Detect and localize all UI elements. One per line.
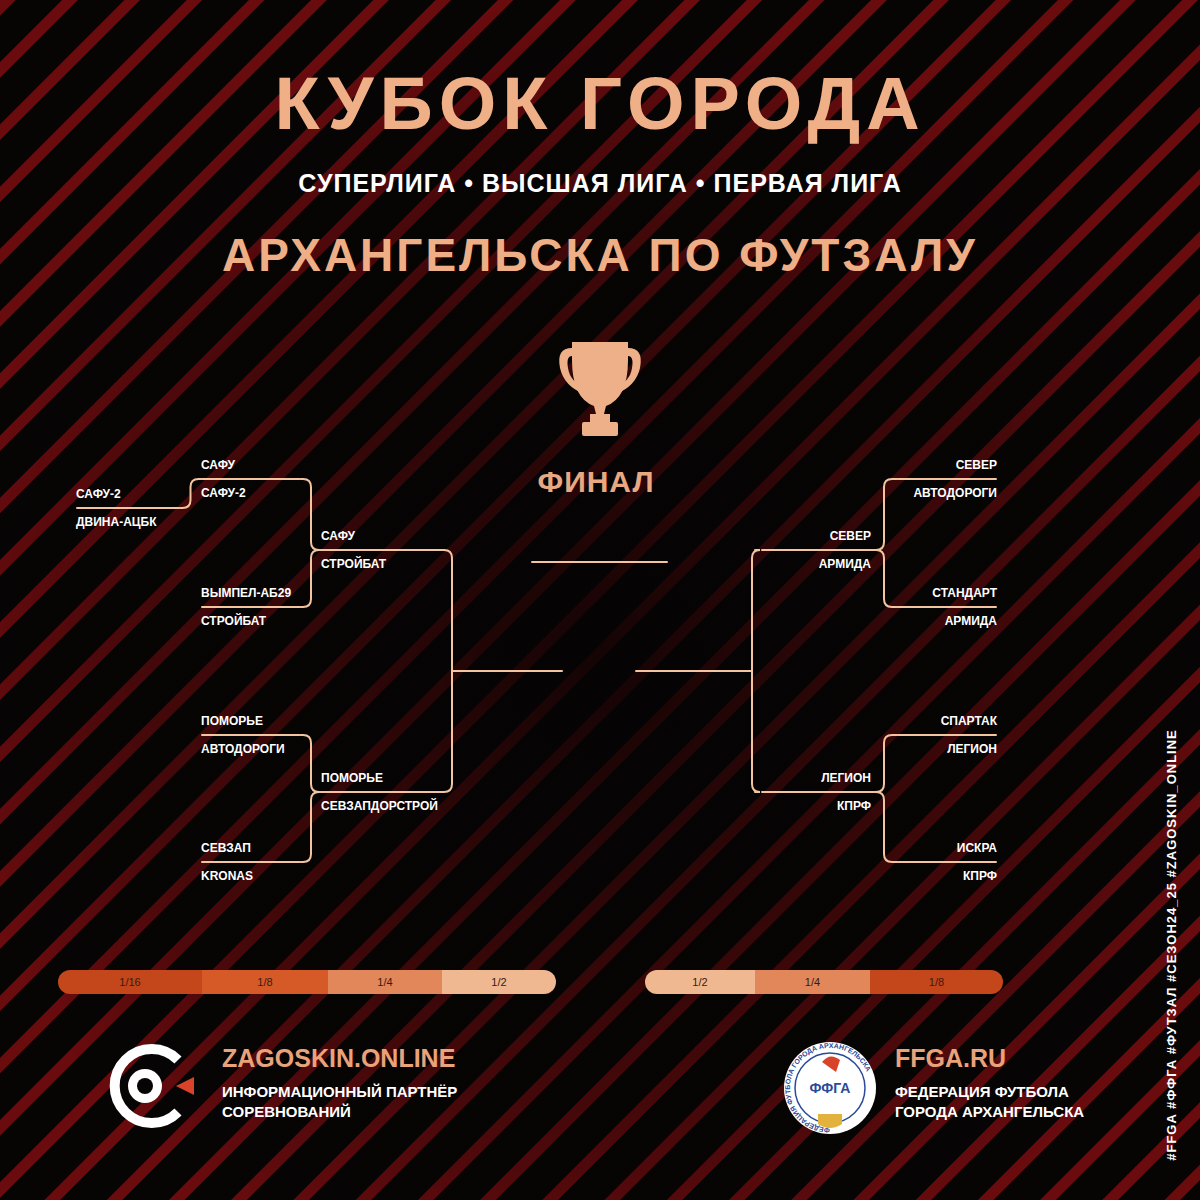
match-divider [897, 478, 997, 480]
round-band: 1/2 [442, 970, 556, 994]
match-slot: ИСКРА КПРФ [897, 839, 997, 885]
badge-ring-text: ФЕДЕРАЦИЯ ФУТБОЛА ГОРОДА АРХАНГЕЛЬСКА [784, 1042, 872, 1134]
caption-text: ФИНАЛ [496, 464, 696, 500]
round-label: 1/16 [119, 975, 140, 989]
team-name: АРМИДА [897, 613, 997, 629]
team-name: АВТОДОРОГИ [201, 741, 301, 757]
match-slot: САФУ-2ДВИНА-АЦБК [76, 485, 180, 531]
match-slot: СЕВЕР АРМИДА [761, 527, 871, 573]
team-name: ЛЕГИОН [897, 741, 997, 757]
match-slot: САФУ САФУ-2 [201, 456, 301, 502]
bracket-line [444, 550, 760, 792]
team-name: КПРФ [761, 798, 871, 814]
match-divider [897, 861, 997, 863]
round-band: 1/8 [202, 970, 328, 994]
caption-text: ZAGOSKIN.ONLINE [222, 1043, 455, 1073]
round-band: 1/2 [645, 970, 755, 994]
trophy-icon [559, 342, 641, 436]
round-band: 1/16 [58, 970, 202, 994]
team-name: СТАНДАРТ [897, 585, 997, 601]
team-name: СТРОЙБАТ [201, 613, 301, 629]
team-name: САФУ-2 [201, 485, 301, 501]
match-slot: СПАРТАК ЛЕГИОН [897, 712, 997, 758]
team-name: ЛЕГИОН [761, 770, 871, 786]
match-divider [321, 791, 445, 793]
caption-text: СУПЕРЛИГА • ВЫСШАЯ ЛИГА • ПЕРВАЯ ЛИГА [0, 168, 1200, 198]
bracket-connector [871, 792, 897, 862]
team-name: ПОМОРЬЕ [321, 770, 445, 786]
round-band: 1/8 [870, 970, 1003, 994]
bracket-connector [301, 792, 321, 862]
round-band: 1/4 [755, 970, 870, 994]
round-label: 1/4 [805, 975, 820, 989]
team-name: СТРОЙБАТ [321, 556, 445, 572]
match-slot: ВЫМПЕЛ-АБ29СТРОЙБАТ [201, 584, 301, 630]
match-slot: САФУ СТРОЙБАТ [321, 527, 445, 573]
hashtag-line: #FFGA #ФФГА #ФУТЗАЛ #СЕЗОН24_25 #ZAGOSKI… [1164, 703, 1180, 1187]
round-label: 1/8 [929, 975, 944, 989]
caption-text: ФФГА [790, 1080, 870, 1096]
match-slot: СЕВЗАП KRONAS [201, 839, 301, 885]
bracket-connector [301, 550, 321, 607]
badge-ring-text: ФЕДЕРАЦИЯ ФУТБОЛА ГОРОДА АРХАНГЕЛЬСКА [784, 1042, 872, 1134]
bracket-connector [180, 479, 201, 508]
team-name: СЕВЗАПДОРСТРОЙ [321, 798, 445, 814]
match-divider [201, 606, 301, 608]
bracket-connector [301, 479, 321, 550]
team-name: KRONAS [201, 868, 301, 884]
team-name: ПОМОРЬЕ [201, 713, 301, 729]
match-divider [897, 606, 997, 608]
bracket-connector [301, 735, 321, 792]
team-name: СЕВЕР [761, 528, 871, 544]
team-name: САФУ [321, 528, 445, 544]
team-name: АВТОДОРОГИ [897, 485, 997, 501]
match-divider [321, 549, 445, 551]
match-slot: СЕВЕР АВТОДОРОГИ [897, 456, 997, 502]
bracket-connector [871, 479, 897, 550]
bracket-connector [871, 550, 897, 607]
zagoskin-logo [115, 1049, 194, 1123]
bracket-connector [871, 735, 897, 792]
match-divider [897, 734, 997, 736]
caption-text: FFGA.RU [895, 1043, 1006, 1073]
poster-title: КУБОК ГОРОДА [0, 62, 1200, 146]
round-label: 1/2 [491, 975, 506, 989]
team-name: СЕВЗАП [201, 840, 301, 856]
match-divider [201, 861, 301, 863]
match-slot: ЛЕГИОН КПРФ [761, 769, 871, 815]
team-name: АРМИДА [761, 556, 871, 572]
match-slot: СТАНДАРТ АРМИДА [897, 584, 997, 630]
match-divider [761, 791, 871, 793]
team-name: ИСКРА [897, 840, 997, 856]
team-name: СПАРТАК [897, 713, 997, 729]
caption-text: ФЕДЕРАЦИЯ ФУТБОЛА ГОРОДА АРХАНГЕЛЬСКА [895, 1082, 1135, 1122]
ffga-badge: ФЕДЕРАЦИЯ ФУТБОЛА ГОРОДА АРХАНГЕЛЬСКА [784, 1042, 876, 1134]
round-label: 1/8 [257, 975, 272, 989]
match-divider [201, 734, 301, 736]
team-name: ДВИНА-АЦБК [76, 514, 180, 530]
team-name: СЕВЕР [897, 457, 997, 473]
team-name: САФУ-2 [76, 486, 180, 502]
match-divider [201, 478, 301, 480]
match-slot: ПОМОРЬЕ АВТОДОРОГИ [201, 712, 301, 758]
round-label: 1/4 [377, 975, 392, 989]
match-divider [76, 507, 180, 509]
match-slot: ПОМОРЬЕ СЕВЗАПДОРСТРОЙ [321, 769, 445, 815]
match-divider [761, 549, 871, 551]
team-name: ВЫМПЕЛ-АБ29 [201, 585, 301, 601]
caption-text: ИНФОРМАЦИОННЫЙ ПАРТНЁР СОРЕВНОВАНИЙ [222, 1082, 522, 1122]
round-label: 1/2 [692, 975, 707, 989]
caption-text: АРХАНГЕЛЬСКА ПО ФУТЗАЛУ [0, 228, 1200, 282]
team-name: САФУ [201, 457, 301, 473]
team-name: КПРФ [897, 868, 997, 884]
round-band: 1/4 [328, 970, 442, 994]
